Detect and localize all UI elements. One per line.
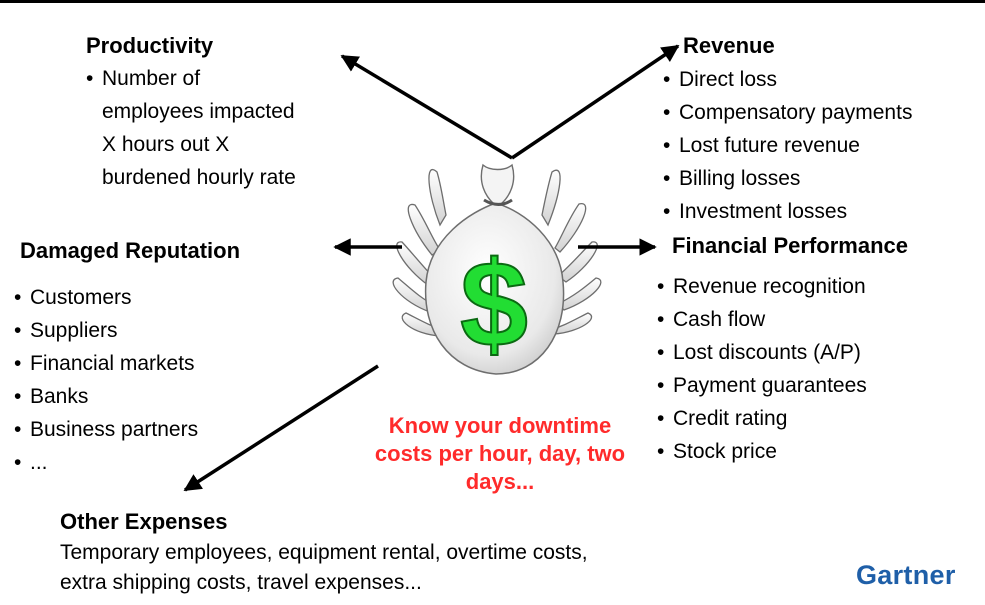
financial-performance-heading: Financial Performance [672,233,908,258]
revenue-item: Billing losses [663,162,912,195]
bag-neck [480,163,515,205]
other-expenses-heading: Other Expenses [60,509,228,534]
gartner-logo: Gartner [856,560,956,590]
winged-money-bag-icon: $ [392,163,602,375]
damaged-reputation-item: Banks [14,380,198,413]
bag-body [424,202,565,375]
productivity-item: Number of [86,62,200,95]
callout-line: costs per hour, day, two [374,441,626,466]
financial-performance-item: Credit rating [657,402,867,435]
damaged-reputation-item: Business partners [14,413,198,446]
financial-performance-item: Revenue recognition [657,270,867,303]
downtime-callout: Know your downtime costs per hour, day, … [345,412,655,496]
financial-performance-list: Revenue recognition Cash flow Lost disco… [657,270,867,468]
productivity-item-line: burdened hourly rate [102,166,296,189]
financial-performance-item: Cash flow [657,303,867,336]
financial-performance-item: Stock price [657,435,867,468]
damaged-reputation-list: Customers Suppliers Financial markets Ba… [14,281,198,479]
arrow-to-productivity [340,54,513,160]
damaged-reputation-heading: Damaged Reputation [20,238,241,263]
productivity-list: Number of [86,62,200,95]
productivity-heading: Productivity [86,33,214,58]
other-expenses-text: Temporary employees, equipment rental, o… [60,538,588,598]
revenue-item: Compensatory payments [663,96,912,129]
other-expenses-line: extra shipping costs, travel expenses... [60,571,422,594]
financial-performance-item: Lost discounts (A/P) [657,336,867,369]
bag-tie [483,198,513,206]
productivity-item-continuation: employees impacted X hours out X burdene… [102,95,296,194]
revenue-item: Investment losses [663,195,912,228]
other-expenses-line: Temporary employees, equipment rental, o… [60,541,588,564]
productivity-item-line: employees impacted [102,100,295,123]
financial-performance-item: Payment guarantees [657,369,867,402]
revenue-heading: Revenue [683,33,775,58]
callout-line: Know your downtime [388,413,612,438]
callout-line: days... [465,469,535,494]
revenue-list: Direct loss Compensatory payments Lost f… [663,63,912,228]
right-wing [541,169,602,335]
revenue-item: Lost future revenue [663,129,912,162]
damaged-reputation-item: Financial markets [14,347,198,380]
revenue-item: Direct loss [663,63,912,96]
top-rule [0,0,985,3]
damaged-reputation-item: ... [14,446,198,479]
productivity-item-line: Number of [102,67,201,90]
arrow-to-revenue [511,44,680,160]
damaged-reputation-item: Suppliers [14,314,198,347]
dollar-sign-icon: $ [460,236,528,372]
productivity-item-line: X hours out X [102,133,230,156]
arrow-to-other-expenses [183,364,379,492]
damaged-reputation-item: Customers [14,281,198,314]
